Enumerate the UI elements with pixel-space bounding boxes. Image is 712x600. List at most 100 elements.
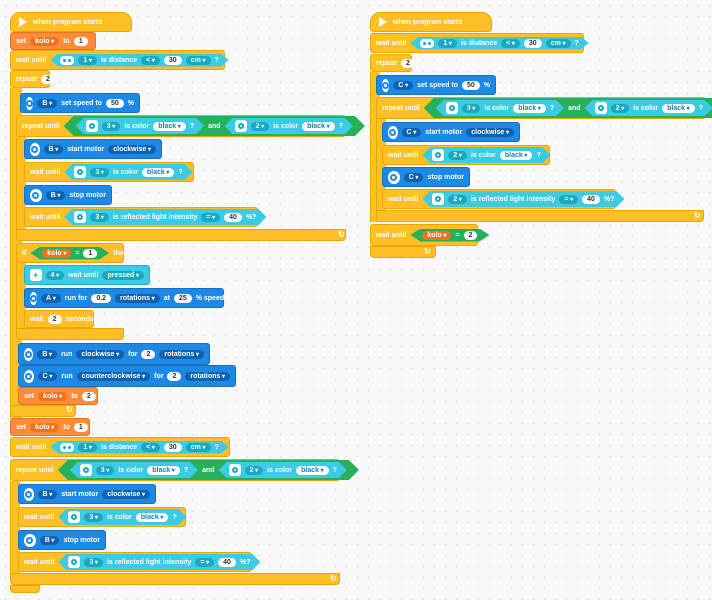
port-dropdown[interactable]: 3 — [102, 122, 121, 131]
wait-until-color-block[interactable]: wait until 2 is color black ? — [382, 145, 550, 165]
port-dropdown[interactable]: 3 — [90, 168, 109, 177]
port-dropdown[interactable]: 2 — [611, 104, 630, 113]
direction-dropdown[interactable]: clockwise — [466, 127, 514, 137]
color-condition-3[interactable]: 3 is color black ? — [436, 100, 564, 116]
equals-condition[interactable]: kolo = 1 — [30, 247, 109, 260]
and-condition[interactable]: 3 is color black ? and 2 is color black … — [64, 116, 365, 136]
color-dropdown[interactable]: black — [142, 168, 175, 177]
color-dropdown[interactable]: black — [136, 513, 169, 522]
color-dropdown[interactable]: black — [296, 466, 329, 475]
stop-motor-block[interactable]: B stop motor — [18, 530, 106, 550]
distance-input[interactable]: 30 — [524, 39, 542, 48]
equals-condition[interactable]: kolo = 2 — [410, 229, 489, 242]
force-wait-block[interactable]: + 4 wait until pressed — [24, 265, 150, 285]
color-dropdown[interactable]: black — [147, 466, 180, 475]
color-dropdown[interactable]: black — [153, 122, 186, 131]
distance-input[interactable]: 30 — [164, 443, 182, 452]
value-input[interactable]: 1 — [83, 249, 97, 258]
unit-dropdown[interactable]: rotations — [185, 371, 230, 381]
repeat-count-input[interactable]: 2 — [401, 58, 415, 68]
stop-motor-block[interactable]: C stop motor — [382, 167, 470, 187]
run-for-block[interactable]: A run for 0.2 rotations at 25 % speed — [24, 288, 224, 308]
port-dropdown[interactable]: 3 — [96, 466, 115, 475]
light-input[interactable]: 40 — [218, 558, 236, 567]
start-motor-block[interactable]: B start motor clockwise — [24, 139, 162, 159]
port-dropdown[interactable]: B — [37, 98, 58, 108]
port-dropdown[interactable]: 1 — [78, 443, 97, 452]
stop-motor-block[interactable]: B stop motor — [24, 185, 112, 205]
port-dropdown[interactable]: 1 — [438, 39, 457, 48]
repeat-block[interactable]: repeat 2 — [370, 54, 415, 72]
repeat-block[interactable]: repeat 2 — [10, 70, 55, 88]
port-dropdown[interactable]: C — [37, 371, 58, 381]
light-input[interactable]: 40 — [224, 213, 242, 222]
port-dropdown[interactable]: B — [39, 535, 60, 545]
port-dropdown[interactable]: 2 — [448, 195, 467, 204]
speed-input[interactable]: 50 — [105, 98, 124, 108]
color-condition[interactable]: 3 is color black ? — [64, 164, 192, 180]
start-motor-block[interactable]: B start motor clockwise — [18, 484, 156, 504]
wait-until-light-block[interactable]: wait until 3 is reflected light intensit… — [24, 207, 258, 227]
direction-dropdown[interactable]: counterclockwise — [76, 371, 151, 381]
when-program-starts-block[interactable]: when program starts — [370, 12, 492, 32]
wait-until-distance-block[interactable]: wait until 1 is distance < 30 cm ? — [370, 33, 584, 53]
set-variable-block[interactable]: set kolo to 2 — [18, 387, 98, 405]
variable-dropdown[interactable]: kolo — [30, 36, 60, 46]
color-condition-3[interactable]: 3 is color black ? — [70, 462, 198, 478]
direction-dropdown[interactable]: clockwise — [102, 489, 150, 499]
wait-until-color-block[interactable]: wait until 3 is color black ? — [18, 507, 186, 527]
seconds-input[interactable]: 2 — [47, 314, 62, 324]
color-condition-2[interactable]: 2 is color black ? — [585, 100, 712, 116]
color-condition-2[interactable]: 2 is color black ? — [219, 462, 347, 478]
comparator-dropdown[interactable]: < — [141, 56, 160, 65]
light-condition[interactable]: 3 is reflected light intensity = 40 %? — [64, 209, 266, 225]
unit-dropdown[interactable]: cm — [546, 39, 571, 48]
amount-input[interactable]: 2 — [141, 349, 156, 359]
repeat-until-block[interactable]: repeat until 3 is color black ? and 2 is… — [10, 459, 340, 481]
color-condition-2[interactable]: 2 is color black ? — [225, 118, 353, 134]
unit-dropdown[interactable]: cm — [186, 443, 211, 452]
color-dropdown[interactable]: black — [302, 122, 335, 131]
distance-input[interactable]: 30 — [164, 56, 182, 65]
comparator-dropdown[interactable]: = — [559, 195, 578, 204]
set-variable-block[interactable]: set kolo to 1 — [10, 418, 90, 436]
repeat-until-block[interactable]: repeat until 3 is color black ? and 2 is… — [16, 115, 346, 137]
port-dropdown[interactable]: 4 — [45, 270, 65, 280]
variable-reporter[interactable]: kolo — [42, 249, 71, 258]
port-dropdown[interactable]: 2 — [448, 151, 467, 160]
wait-until-color-block[interactable]: wait until 3 is color black ? — [24, 162, 194, 182]
port-dropdown[interactable]: A — [41, 293, 61, 303]
variable-reporter[interactable]: kolo — [422, 231, 451, 240]
comparator-dropdown[interactable]: = — [201, 213, 220, 222]
value-input[interactable]: 1 — [73, 422, 88, 432]
value-input[interactable]: 2 — [464, 231, 478, 240]
wait-until-distance-block[interactable]: wait until 1 is distance < 30 cm ? — [10, 50, 225, 70]
run-clockwise-block[interactable]: B run clockwise for 2 rotations — [18, 343, 210, 365]
color-dropdown[interactable]: black — [513, 104, 546, 113]
port-dropdown[interactable]: 3 — [84, 513, 103, 522]
start-motor-block[interactable]: C start motor clockwise — [382, 122, 520, 142]
distance-condition[interactable]: 1 is distance < 30 cm ? — [410, 37, 588, 50]
wait-until-distance-block[interactable]: wait until 1 is distance < 30 cm ? — [10, 437, 230, 457]
color-dropdown[interactable]: black — [500, 151, 533, 160]
direction-dropdown[interactable]: clockwise — [108, 144, 156, 154]
comparator-dropdown[interactable]: = — [195, 558, 214, 567]
and-condition[interactable]: 3 is color black ? and 2 is color black … — [58, 460, 359, 480]
wait-until-variable-block[interactable]: wait until kolo = 2 — [370, 224, 478, 246]
comparator-dropdown[interactable]: < — [501, 39, 520, 48]
amount-input[interactable]: 2 — [167, 371, 182, 381]
if-block[interactable]: if kolo = 1 then — [16, 243, 128, 263]
repeat-until-block[interactable]: repeat until 3 is color black ? and 2 is… — [376, 97, 706, 119]
port-dropdown[interactable]: 3 — [90, 213, 109, 222]
color-condition[interactable]: 3 is color black ? — [58, 509, 186, 525]
unit-dropdown[interactable]: rotations — [159, 349, 204, 359]
light-input[interactable]: 40 — [582, 195, 600, 204]
and-condition[interactable]: 3 is color black ? and 2 is color black … — [424, 98, 712, 118]
repeat-count-input[interactable]: 2 — [41, 74, 55, 84]
unit-dropdown[interactable]: cm — [186, 56, 211, 65]
wait-until-light-block[interactable]: wait until 2 is reflected light intensit… — [382, 189, 616, 209]
variable-dropdown[interactable]: kolo — [38, 391, 68, 401]
set-variable-block[interactable]: set kolo to 1 — [10, 32, 96, 50]
pressed-dropdown[interactable]: pressed — [102, 270, 144, 280]
speed-input[interactable]: 25 — [173, 293, 192, 303]
